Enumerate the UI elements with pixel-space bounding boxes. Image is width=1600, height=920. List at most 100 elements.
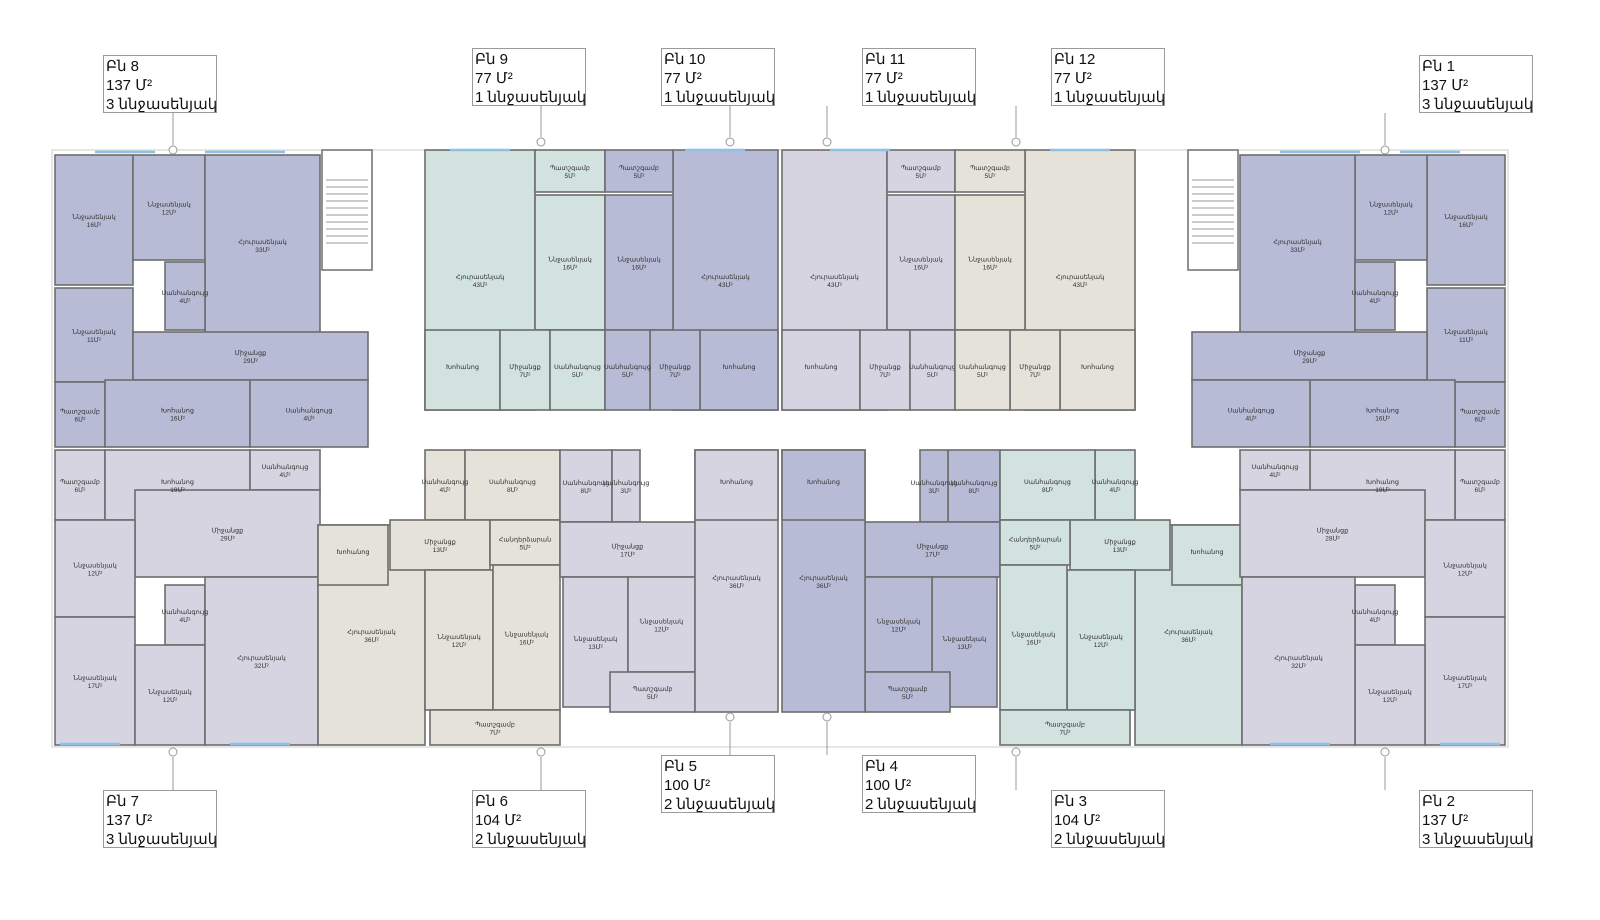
room-name: Ննջասենյակ <box>148 688 191 696</box>
marker-icon <box>822 137 832 147</box>
room <box>649 329 701 411</box>
room <box>317 524 389 586</box>
apartment-rooms-count: 2 ննջասենյակ <box>865 796 977 813</box>
room-name: Միջանցք <box>612 543 644 551</box>
room-area: 8Մ² <box>507 486 519 494</box>
room-area: 4Մ² <box>1270 471 1282 479</box>
room <box>1426 287 1506 383</box>
room <box>424 329 501 411</box>
room-area: 29Մ² <box>243 357 258 365</box>
room-name: Սանհանգույց <box>603 479 650 487</box>
room-area: 16Մ² <box>914 264 929 272</box>
room <box>609 671 696 713</box>
room-area: 5Մ² <box>916 172 928 180</box>
room-area: 16Մ² <box>1375 415 1390 423</box>
room-name: Հյուրասենյակ <box>1164 628 1212 636</box>
room-name: Սանհանգույց <box>1252 463 1299 471</box>
room-area: 4Մ² <box>180 297 192 305</box>
room-name: Պատշգամբ <box>633 685 673 693</box>
room-name: Ննջասենյակ <box>1079 633 1122 641</box>
room-area: 3Մ² <box>621 487 633 495</box>
room <box>781 329 861 411</box>
room-area: 5Մ² <box>927 371 939 379</box>
room-area: 36Մ² <box>364 636 379 644</box>
room <box>604 194 674 331</box>
room-name: Հյուրասենյակ <box>1274 654 1322 662</box>
apartment-rooms-count: 1 ննջասենյակ <box>664 89 776 106</box>
room-area: 8Մ² <box>1042 486 1054 494</box>
room-name: Հյուրասենյակ <box>810 273 858 281</box>
room-area: 43Մ² <box>473 281 488 289</box>
apartment-rooms-count: 3 ննջասենյակ <box>1422 96 1534 113</box>
room <box>1171 524 1243 586</box>
room-area: 7Մ² <box>1060 729 1072 737</box>
room-area: 12Մ² <box>163 696 178 704</box>
room-area: 29Մ² <box>1302 357 1317 365</box>
room-area: 16Մ² <box>1026 639 1041 647</box>
apartment-area: 77 Մ² <box>664 70 702 87</box>
room-area: 5Մ² <box>1030 544 1042 552</box>
apartment-label: Բն 1 <box>1422 58 1455 75</box>
room-area: 6Մ² <box>75 416 87 424</box>
room <box>859 329 911 411</box>
room <box>1239 154 1356 336</box>
room-area: 16Մ² <box>1459 221 1474 229</box>
room <box>1454 449 1506 521</box>
room-name: Սանհանգույց <box>422 478 469 486</box>
room <box>549 329 606 411</box>
room <box>464 449 561 521</box>
room-area: 4Մ² <box>280 471 292 479</box>
room-name: Խոհանոց <box>1366 478 1399 486</box>
apartment-rooms-count: 1 ննջասենյակ <box>475 89 587 106</box>
room-name: Խոհանոց <box>337 548 370 556</box>
room-name: Ննջասենյակ <box>899 256 942 264</box>
room <box>999 519 1071 566</box>
apartment-area: 137 Մ² <box>1422 77 1469 94</box>
room <box>1424 519 1506 618</box>
room-name: Սանհանգույց <box>959 363 1006 371</box>
room <box>1354 261 1396 331</box>
room-area: 17Մ² <box>88 682 103 690</box>
room-name: Ննջասենյակ <box>1369 201 1412 209</box>
room-area: 6Մ² <box>1475 486 1487 494</box>
room <box>954 149 1026 193</box>
room-name: Ննջասենյակ <box>73 562 116 570</box>
room-name: Պատշգամբ <box>619 164 659 172</box>
room <box>54 154 134 286</box>
apartment-rooms-count: 3 ննջասենյակ <box>106 831 218 848</box>
room-area: 6Մ² <box>1475 416 1487 424</box>
room-name: Ննջասենյակ <box>73 674 116 682</box>
room <box>1059 329 1136 411</box>
room <box>999 449 1096 521</box>
apartment-rooms-count: 1 ննջասենյակ <box>865 89 977 106</box>
room <box>54 381 106 448</box>
marker-icon <box>1380 145 1390 155</box>
room-area: 12Մ² <box>88 570 103 578</box>
room <box>534 149 606 193</box>
room-area: 12Մ² <box>162 209 177 217</box>
room-area: 17Մ² <box>925 551 940 559</box>
room-area: 12Մ² <box>1094 641 1109 649</box>
apartment-rooms-count: 2 ննջասենյակ <box>475 831 587 848</box>
marker-icon <box>536 137 546 147</box>
room-name: Սանհանգույց <box>909 363 956 371</box>
room-area: 7Մ² <box>490 729 502 737</box>
room-area: 5Մ² <box>634 172 646 180</box>
room-name: Միջանցք <box>659 363 691 371</box>
staircase <box>1187 149 1239 271</box>
room-name: Ննջասենյակ <box>1444 328 1487 336</box>
room-name: Հյուրասենյակ <box>712 574 760 582</box>
room-area: 6Մ² <box>75 486 87 494</box>
marker-icon <box>1380 747 1390 757</box>
room-name: Սանհանգույց <box>489 478 536 486</box>
room-name: Պատշգամբ <box>475 721 515 729</box>
room <box>1239 489 1426 578</box>
room <box>1426 154 1506 286</box>
room-name: Պատշգամբ <box>60 408 100 416</box>
room <box>1191 379 1311 448</box>
